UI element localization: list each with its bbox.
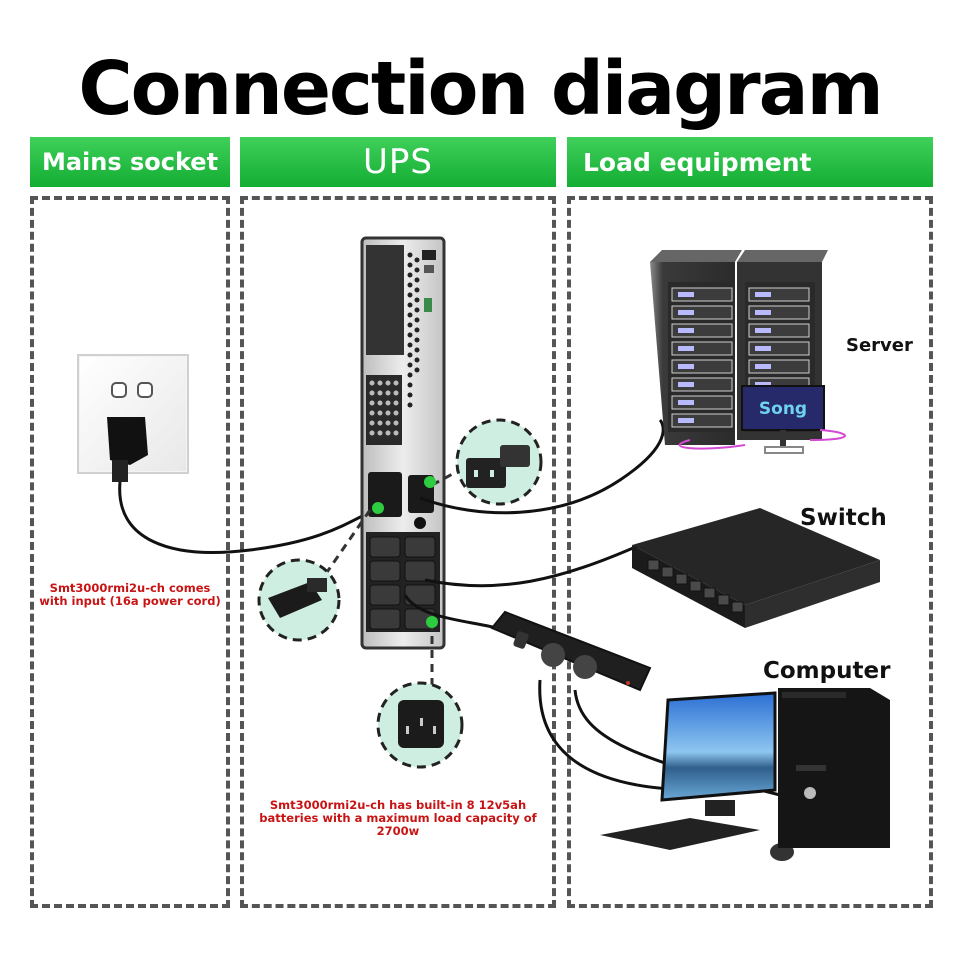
network-switch-icon: [632, 508, 880, 628]
mains-input-note: Smt3000rmi2u-ch comes with input (16a po…: [39, 581, 221, 608]
monitor-icon: [678, 385, 846, 454]
switch-cable: [424, 543, 641, 588]
section-header-load-equipment: Load equipment: [567, 137, 933, 187]
rack-unit: [748, 305, 810, 320]
rack-unit: [671, 305, 733, 320]
rack-unit-led: [678, 382, 694, 387]
rack-unit-led: [755, 364, 771, 369]
rack-unit: [748, 323, 810, 338]
connector-dot: [426, 616, 438, 628]
rack-unit: [748, 359, 810, 374]
section-header-label: UPS: [363, 142, 433, 182]
computer-icon: [600, 688, 890, 861]
switch-label: Switch: [800, 505, 887, 531]
c14-socket-callout: [376, 681, 464, 769]
rack-unit: [671, 341, 733, 356]
rack-unit-led: [755, 346, 771, 351]
rack-unit: [671, 377, 733, 392]
wall-socket-icon: [77, 354, 189, 482]
ups-battery-note: Smt3000rmi2u-ch has built-in 8 12v5ah ba…: [259, 798, 537, 838]
server-cable: [419, 418, 665, 515]
server-label: Server: [846, 335, 913, 356]
rack-unit-led: [678, 292, 694, 297]
rack-unit: [671, 359, 733, 374]
rack-unit: [748, 341, 810, 356]
connector-dot: [424, 476, 436, 488]
rack-unit-led: [755, 292, 771, 297]
c19-plug-callout: [455, 418, 543, 506]
rack-unit-led: [678, 364, 694, 369]
rack-unit-led: [678, 400, 694, 405]
rack-unit: [671, 395, 733, 410]
rack-unit-led: [755, 382, 771, 387]
rack-unit-led: [678, 346, 694, 351]
power-strip-icon: [490, 610, 652, 692]
section-header-ups: UPS: [240, 137, 556, 187]
connector-dot: [372, 502, 384, 514]
rack-unit: [671, 323, 733, 338]
rack-unit: [671, 287, 733, 302]
rack-unit-led: [755, 328, 771, 333]
page-title: Connection diagram: [78, 46, 883, 132]
ups-unit-icon: [360, 236, 446, 650]
section-header-mains-socket: Mains socket: [30, 137, 230, 187]
computer-label: Computer: [763, 658, 891, 684]
rack-unit-led: [678, 418, 694, 423]
c20-plug-callout: [257, 558, 341, 642]
monitor-screen-text: Song: [758, 399, 808, 419]
rack-unit-led: [755, 310, 771, 315]
load-equipment-panel: [567, 196, 933, 908]
rack-unit: [748, 287, 810, 302]
section-header-label: Load equipment: [583, 147, 812, 177]
section-header-label: Mains socket: [41, 148, 219, 176]
rack-unit-led: [678, 328, 694, 333]
mains-cable: [118, 481, 386, 554]
rack-unit-led: [678, 310, 694, 315]
rack-unit: [671, 413, 733, 428]
leader-line: [431, 468, 461, 487]
